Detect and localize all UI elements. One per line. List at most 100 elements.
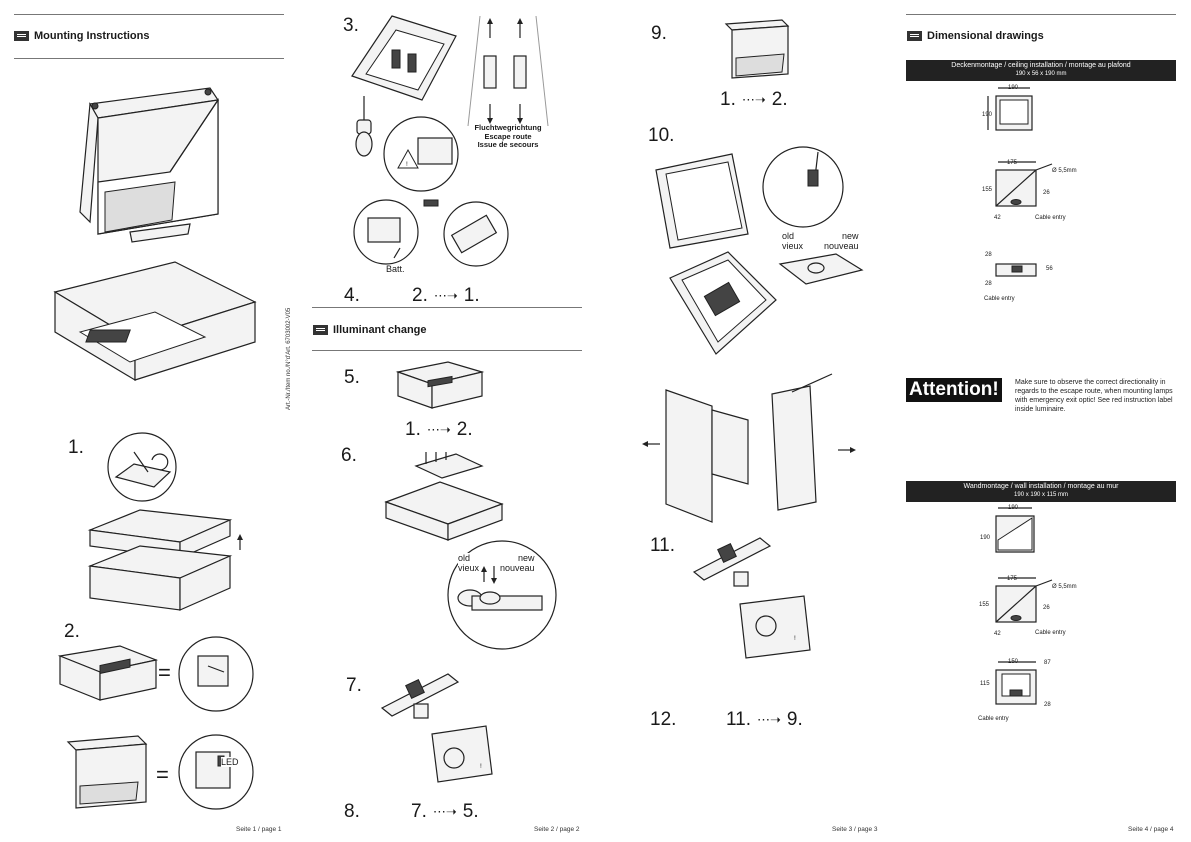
dim-wall-28: 28 [1044,702,1051,708]
dim-hole-height: 155 [982,187,993,193]
seq-to: 2. [771,89,788,110]
wall-bar-dims: 190 x 190 x 115 mm [1014,492,1068,498]
seq-from: 11. [726,709,752,730]
seq-to: 1. [463,285,480,306]
escape-de: Fluchtwegrichtung [474,123,542,132]
article-number: Art.-Nr./Item no./N°d'Art. 6703002-V05 [286,307,292,410]
old-text: old [782,231,795,241]
escape-fr: Issue de secours [477,140,539,150]
step-6-label: 6. [341,445,357,466]
step-1-open-housing [87,509,243,611]
section-title-text: Illuminant change [333,324,427,336]
svg-text:!: ! [794,635,796,642]
divider [312,307,582,308]
ceiling-front-view [987,87,1033,131]
old-text: old [458,553,471,563]
dim-87: 87 [1044,660,1051,666]
step-11-label: 11. [650,535,676,556]
old-fr-text: vieux [782,241,804,251]
seq-from: 1. [720,89,736,110]
luminaire-wall-illustration [79,87,220,243]
seq-from: 2. [412,285,428,306]
top-rule [14,14,284,15]
dim-wall-26: 26 [1043,605,1050,611]
dim-42: 42 [994,215,1001,221]
wall-mounting-exploded [642,373,856,523]
dotted-arrow-icon: ⋯➝ [741,92,766,108]
step-3-zoom-circle: ! [383,116,459,192]
step-10-label: 10. [648,125,675,146]
cable-entry-label: Cable entry [978,716,1009,722]
battery-label: Batt. [386,264,405,274]
equals-sign-1: = [158,660,171,685]
flag-icon [14,31,29,41]
step-8-label: 8. [344,801,360,822]
step-2-zoom-circle [178,636,254,712]
step-10-zoom [762,146,844,228]
step-2-label: 2. [64,621,80,642]
section-title-illuminant: Illuminant change [313,324,427,336]
step-9-luminaire [724,19,790,79]
cable-entry-label: Cable entry [1035,215,1066,221]
step-2-led-zoom [178,734,254,810]
wall-side-view [995,661,1037,705]
step-10-housing [669,251,777,355]
dim-wall-hole-width: 175 [1007,576,1018,582]
ceiling-hole-pattern [995,161,1053,207]
seq-to: 9. [786,709,803,730]
section-title-mounting: Mounting Instructions [14,30,149,42]
dotted-arrow-icon: ⋯➝ [433,288,458,304]
dotted-arrow-icon: ⋯➝ [757,712,781,728]
luminaire-box-illustration [53,261,257,382]
ceiling-bar-title: Deckenmontage / ceiling installation / m… [951,62,1131,69]
dotted-arrow-icon: ⋯➝ [432,804,457,820]
wall-bar-title: Wandmontage / wall installation / montag… [963,483,1119,490]
step-7-plate: ! [431,725,493,783]
cable-entry-label: Cable entry [984,296,1015,302]
wall-installation-bar: Wandmontage / wall installation / montag… [906,481,1176,502]
wall-front-view [995,507,1035,553]
step-4-sequence: 2. ⋯➝ 1. [412,286,480,305]
step-8-sequence: 7.⋯➝5. [411,802,479,821]
led-label: LED [221,757,239,768]
flag-icon [907,31,922,41]
svg-text:!: ! [406,161,408,168]
dim-wall-hole-diameter: Ø 5,5mm [1052,584,1077,590]
step-5-sequence: 1.⋯➝2. [405,420,473,439]
page-footer-4: Seite 4 / page 4 [1128,826,1174,833]
seq-to: 5. [462,801,479,822]
dim-wall-hole-height: 155 [979,602,990,608]
new-fr-text: nouveau [824,241,859,251]
equals-sign-2: = [156,762,169,787]
step-4-label: 4. [344,285,360,306]
step-10-lamp-module [778,253,864,285]
step-7-label: 7. [346,675,362,696]
ceiling-side-view [995,263,1037,277]
step-7-module [380,673,460,719]
step-10-open-box [655,153,749,249]
step-11-module: ! [692,537,811,659]
dim-hole-width: 175 [1007,160,1018,166]
section-title-text: Mounting Instructions [34,30,150,42]
escape-route-diagram [467,15,549,127]
step-9-label: 9. [651,23,667,44]
step-5-label: 5. [344,367,360,388]
ceiling-installation-bar: Deckenmontage / ceiling installation / m… [906,60,1176,81]
step-1-label: 1. [68,437,84,458]
step-12-sequence: 11. ⋯➝ 9. [726,710,803,729]
new-fr-text: nouveau [500,563,535,573]
attention-badge: Attention! [906,378,1002,402]
step-5-luminaire [395,361,485,409]
step-12-label: 12. [650,709,677,730]
dim-hole-diameter: Ø 5,5mm [1052,168,1077,174]
wall-hole-pattern [995,577,1053,623]
step-2-luminaire [57,645,159,701]
step-2-wall-luminaire [66,735,148,809]
dim-wall-height: 190 [980,535,991,541]
step-9-sequence: 1. ⋯➝ 2. [720,90,788,109]
new-text: new [842,231,859,241]
page-footer-2: Seite 2 / page 2 [534,826,580,833]
